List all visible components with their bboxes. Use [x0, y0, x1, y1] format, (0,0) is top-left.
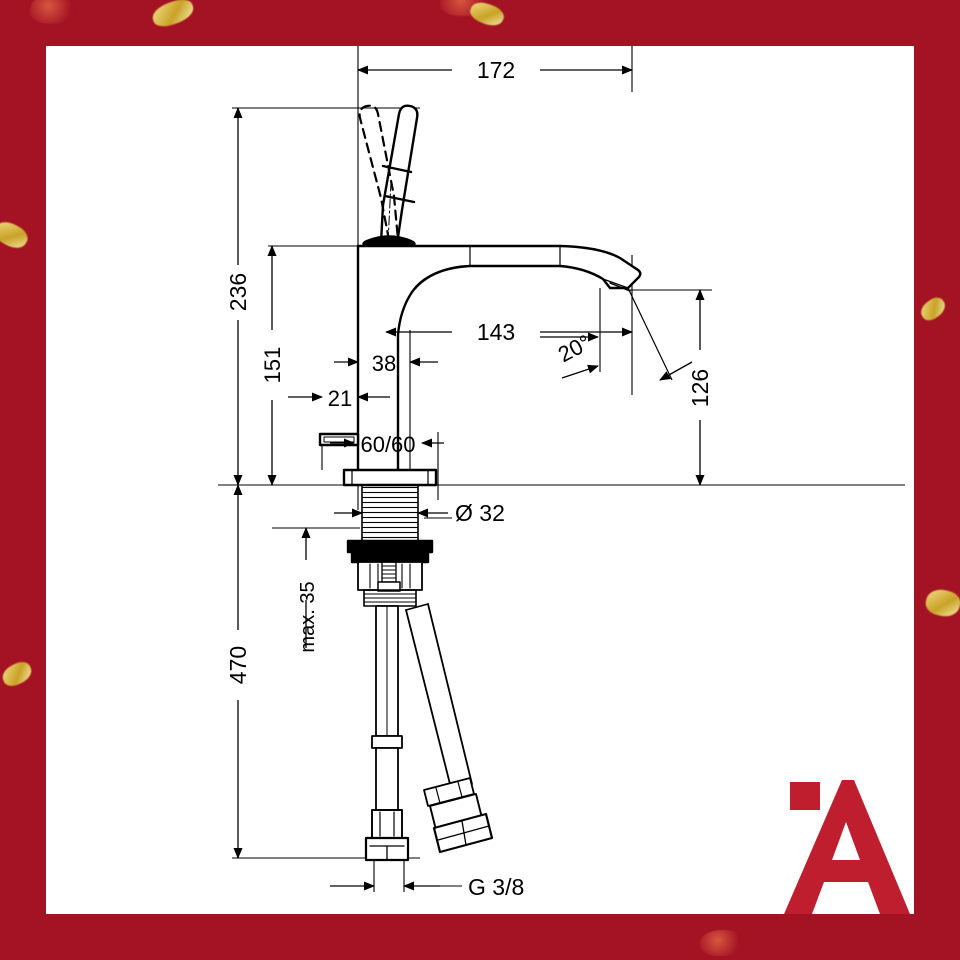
lever-handle-open	[379, 104, 419, 246]
dim-outlet-angle: 20°	[554, 330, 595, 368]
brand-logo	[784, 780, 910, 914]
fixing-nut	[350, 550, 430, 607]
dimension-lines	[233, 65, 705, 891]
dim-overall-width: 172	[477, 57, 515, 83]
dim-shank-diameter: Ø 32	[455, 500, 505, 526]
base-flange	[342, 468, 438, 487]
dim-handle-height: 236	[225, 273, 251, 311]
dim-spout-height: 151	[260, 347, 285, 384]
threaded-shank	[361, 484, 419, 542]
handle-centerline	[387, 181, 392, 244]
faucet-outline	[318, 104, 642, 862]
dim-supply-thread: G 3/8	[468, 874, 524, 900]
dim-base-footprint: 60/60	[360, 432, 415, 457]
supply-hose-main	[364, 605, 410, 862]
dim-lever-offset: 21	[328, 386, 352, 411]
supply-hose-second	[405, 603, 494, 854]
logo-square	[790, 782, 820, 810]
dim-spout-reach: 143	[477, 319, 515, 345]
dim-max-deck-thickness: max. 35	[297, 581, 319, 652]
drawing-sheet	[46, 46, 914, 914]
dim-total-length: 470	[225, 646, 251, 684]
dim-outlet-height: 126	[687, 369, 713, 407]
logo-letter-a	[784, 780, 910, 914]
dim-body-depth: 38	[372, 351, 396, 376]
lever-handle-closed	[358, 104, 400, 242]
